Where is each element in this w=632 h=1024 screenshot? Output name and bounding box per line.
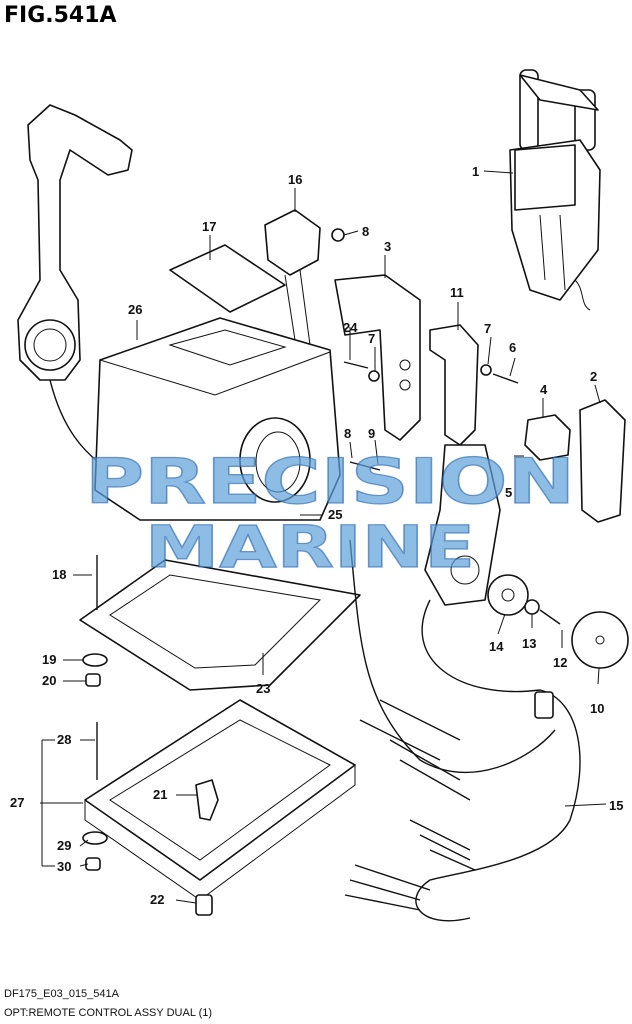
watermark-line1: PRECISION: [85, 445, 575, 518]
callout-2: 2: [590, 369, 597, 384]
callout-6: 6: [509, 340, 516, 355]
lever-arm-part: [429, 324, 479, 446]
callout-3: 3: [384, 239, 391, 254]
callout-11: 11: [450, 285, 464, 300]
callout-28: 28: [57, 732, 71, 747]
callout-30: 30: [57, 859, 71, 874]
callout-16: 16: [288, 172, 302, 187]
callout-numbers: 1 2 3 4 5 6 7 7 8 8 9 10 11 12 13 14 15 …: [10, 164, 623, 907]
callout-1: 1: [472, 164, 479, 179]
callout-27: 27: [10, 795, 24, 810]
cover-part: [579, 399, 626, 523]
figure-title: FIG.541A: [4, 3, 117, 28]
callout-10: 10: [590, 701, 604, 716]
remote-control-single-part: [509, 69, 601, 311]
callout-7b: 7: [484, 321, 491, 336]
leader-lines: [40, 170, 607, 904]
callout-15: 15: [609, 798, 623, 813]
mounting-plate-part: [169, 244, 286, 313]
callout-22: 22: [150, 892, 164, 907]
watermark-line2: MARINE: [145, 513, 475, 581]
fasteners: [82, 228, 519, 916]
callout-23: 23: [256, 681, 270, 696]
washers-cap-parts: [487, 574, 629, 669]
callout-7a: 7: [368, 331, 375, 346]
callout-26: 26: [128, 302, 142, 317]
callout-20: 20: [42, 673, 56, 688]
callout-19: 19: [42, 652, 56, 667]
callout-24: 24: [343, 320, 358, 335]
switch-part: [524, 414, 571, 461]
callout-21: 21: [153, 787, 167, 802]
footer-caption: OPT:REMOTE CONTROL ASSY DUAL (1): [4, 1007, 212, 1019]
callout-13: 13: [522, 636, 536, 651]
callout-8b: 8: [344, 426, 351, 441]
base-frame-part: [84, 699, 356, 901]
wiring-harness-part: [344, 539, 581, 922]
callout-17: 17: [202, 219, 216, 234]
bracket-part: [334, 274, 421, 441]
callout-29: 29: [57, 838, 71, 853]
gasket-part: [79, 559, 361, 691]
housing-part: [94, 317, 341, 521]
callout-14: 14: [489, 639, 504, 654]
toggle-switch-part: [264, 209, 321, 276]
watermark: PRECISION MARINE: [84, 444, 575, 581]
callout-9: 9: [368, 426, 375, 441]
lever-right-part: [424, 444, 501, 606]
callout-25: 25: [328, 507, 342, 522]
callout-8a: 8: [362, 224, 369, 239]
callout-18: 18: [52, 567, 66, 582]
callout-5: 5: [505, 485, 512, 500]
callout-12: 12: [553, 655, 567, 670]
callout-4: 4: [540, 382, 548, 397]
footer-code: DF175_E03_015_541A: [4, 988, 120, 1000]
